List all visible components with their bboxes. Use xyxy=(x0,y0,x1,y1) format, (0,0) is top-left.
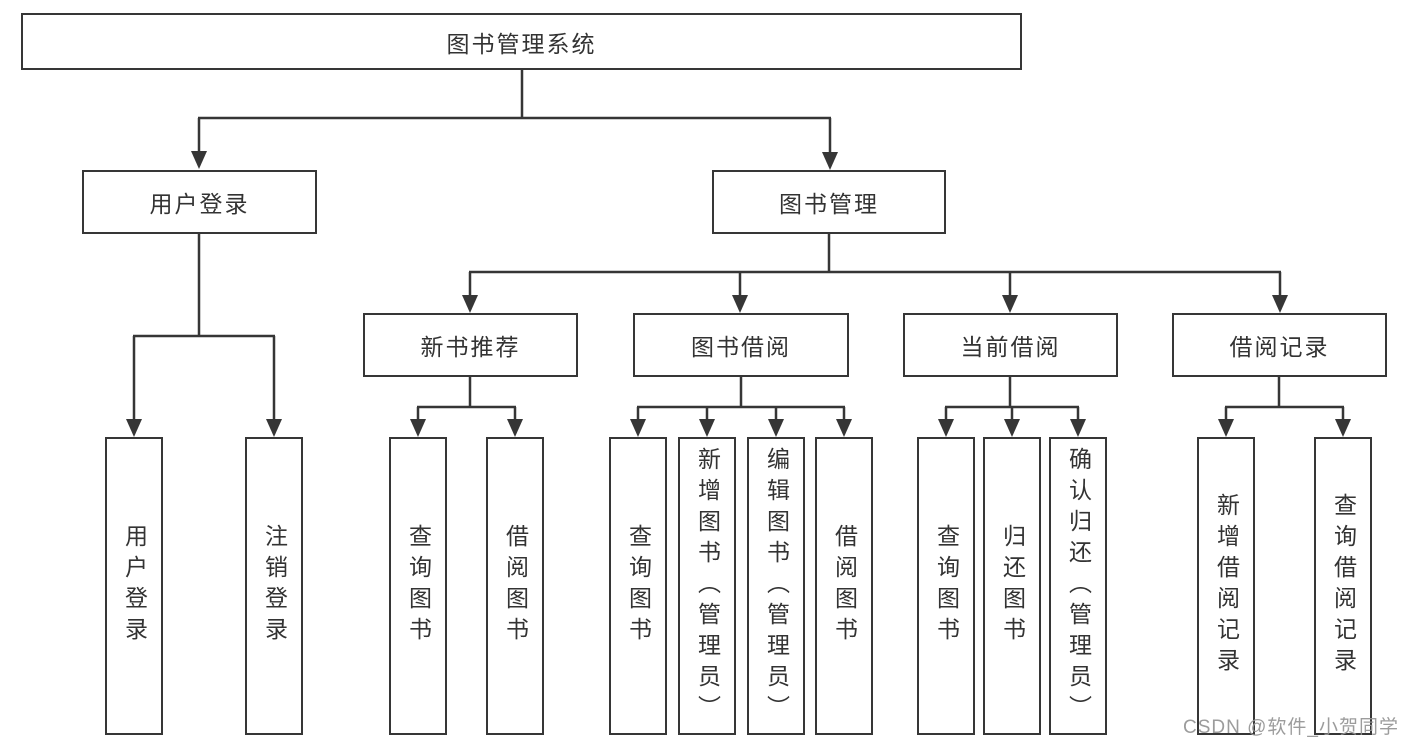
arrow-down-icon xyxy=(126,419,142,437)
leaf-label: 归还图书 xyxy=(999,524,1026,648)
arrow-down-icon xyxy=(1004,419,1020,437)
arrow-down-icon xyxy=(822,152,838,170)
leaf-label: 新增图书（管理员） xyxy=(694,446,721,726)
arrow-down-icon xyxy=(266,419,282,437)
arrow-down-icon xyxy=(768,419,784,437)
node-user-login: 用户登录 xyxy=(82,170,317,234)
arrow-down-icon xyxy=(191,151,207,169)
leaf-query-borrow-record: 查询借阅记录 xyxy=(1314,437,1372,735)
node-library-system: 图书管理系统 xyxy=(21,13,1022,70)
arrow-down-icon xyxy=(732,295,748,313)
leaf-label: 编辑图书（管理员） xyxy=(763,446,790,726)
watermark: CSDN @软件_小贺同学 xyxy=(1183,717,1399,738)
arrow-down-icon xyxy=(1002,295,1018,313)
arrow-down-icon xyxy=(699,419,715,437)
leaf-label: 用户登录 xyxy=(121,524,148,648)
leaf-borrow-books: 借阅图书 xyxy=(815,437,873,735)
leaf-add-books-admin: 新增图书（管理员） xyxy=(678,437,736,735)
node-new-book-recommendation: 新书推荐 xyxy=(363,313,578,377)
leaf-borrow-books-recommend: 借阅图书 xyxy=(486,437,544,735)
leaf-label: 查询图书 xyxy=(933,524,960,648)
node-book-management: 图书管理 xyxy=(712,170,946,234)
arrow-down-icon xyxy=(507,419,523,437)
arrow-down-icon xyxy=(1070,419,1086,437)
leaf-label: 查询图书 xyxy=(405,524,432,648)
leaf-label: 确认归还（管理员） xyxy=(1065,446,1092,726)
leaf-label: 借阅图书 xyxy=(502,524,529,648)
leaf-query-books-borrowing: 查询图书 xyxy=(609,437,667,735)
node-current-borrowing: 当前借阅 xyxy=(903,313,1118,377)
leaf-label: 注销登录 xyxy=(261,524,288,648)
arrow-down-icon xyxy=(836,419,852,437)
leaf-label: 查询图书 xyxy=(625,524,652,648)
leaf-query-books-current: 查询图书 xyxy=(917,437,975,735)
arrow-down-icon xyxy=(938,419,954,437)
leaf-user-login: 用户登录 xyxy=(105,437,163,735)
leaf-label: 借阅图书 xyxy=(831,524,858,648)
leaf-edit-books-admin: 编辑图书（管理员） xyxy=(747,437,805,735)
arrow-down-icon xyxy=(630,419,646,437)
leaf-return-books: 归还图书 xyxy=(983,437,1041,735)
leaf-label: 查询借阅记录 xyxy=(1330,493,1357,679)
arrow-down-icon xyxy=(462,295,478,313)
leaf-add-borrow-record: 新增借阅记录 xyxy=(1197,437,1255,735)
leaf-label: 新增借阅记录 xyxy=(1213,493,1240,679)
leaf-logout: 注销登录 xyxy=(245,437,303,735)
leaf-confirm-return-admin: 确认归还（管理员） xyxy=(1049,437,1107,735)
arrow-down-icon xyxy=(1335,419,1351,437)
node-book-borrowing: 图书借阅 xyxy=(633,313,849,377)
node-borrowing-records: 借阅记录 xyxy=(1172,313,1387,377)
arrow-down-icon xyxy=(1272,295,1288,313)
arrow-down-icon xyxy=(1218,419,1234,437)
arrow-down-icon xyxy=(410,419,426,437)
leaf-query-books-recommend: 查询图书 xyxy=(389,437,447,735)
